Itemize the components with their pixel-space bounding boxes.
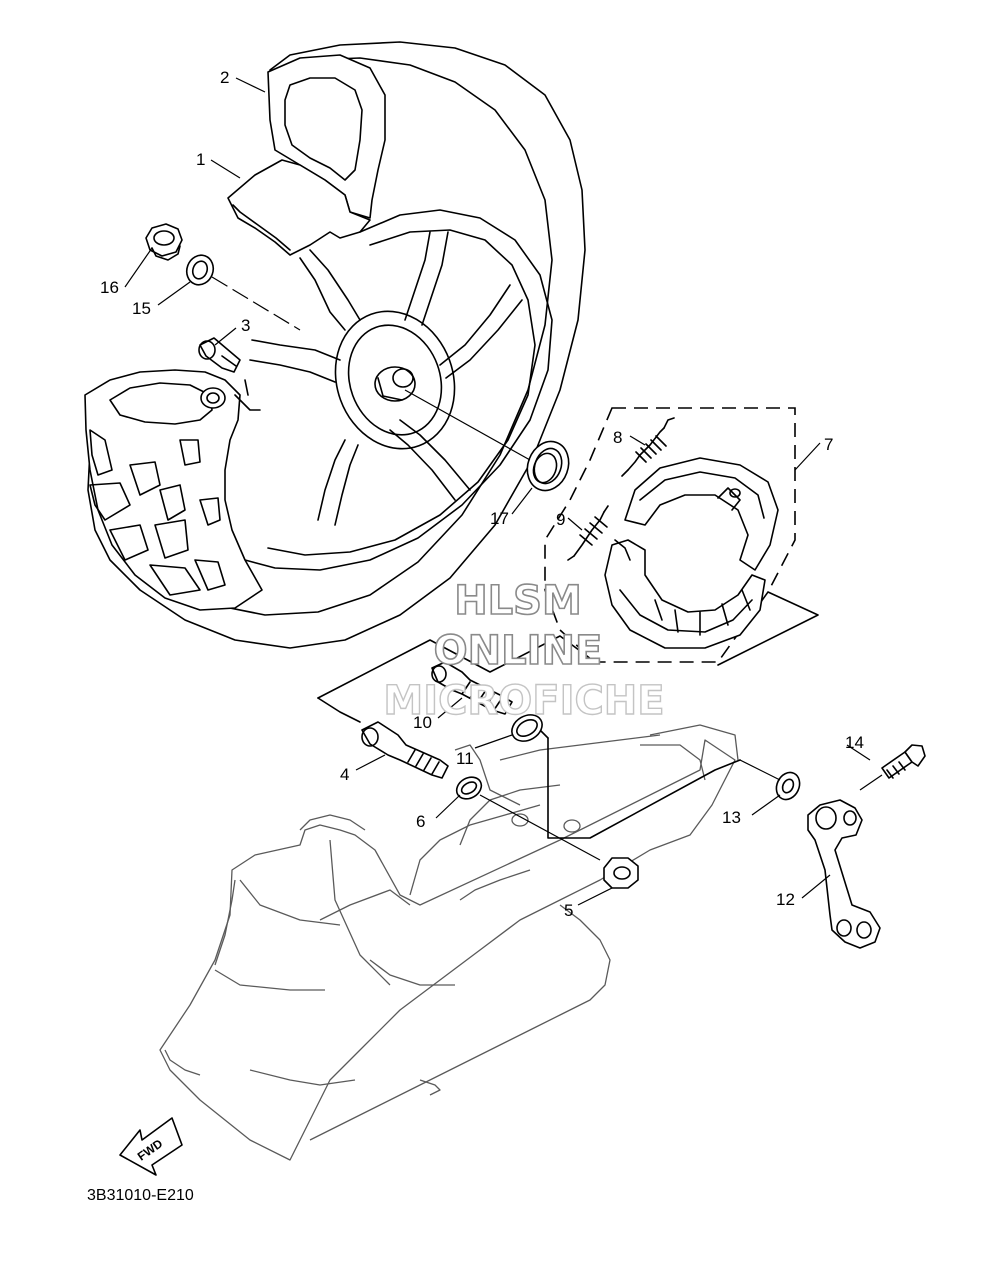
part-10-cam-shaft [431,661,513,715]
callout-13: 13 [722,808,741,827]
figure-code: 3B31010-E210 [87,1187,194,1204]
swing-arm-housing [84,369,263,611]
callout-11: 11 [456,749,474,768]
part-7-brake-shoe-kit [544,407,819,666]
callout-leaders [124,77,871,906]
callout-7: 7 [824,435,833,454]
watermark-line3: MICROFICHE [383,678,664,724]
part-13-washer [775,771,801,801]
part-17-oil-seal [526,440,570,492]
watermark-line1: HLSM [454,578,582,624]
callout-3: 3 [241,316,250,335]
callout-1: 1 [196,150,205,169]
part-9-spring [567,505,609,561]
part-5-nut [603,857,639,889]
crankcase-outline [159,724,739,1161]
part-16-nut [145,223,183,261]
callout-14: 14 [845,733,864,752]
watermark-line2: ONLINE [434,628,603,674]
callout-labels: 2 1 16 15 3 7 8 9 17 10 11 4 6 5 13 14 1… [100,68,864,920]
callout-6: 6 [416,812,425,831]
callout-16: 16 [100,278,119,297]
fwd-direction-arrow: FWD [119,1117,183,1176]
part-6-o-ring [455,776,483,800]
brake-cam-assembly [317,635,741,861]
callout-10: 10 [413,713,432,732]
callout-5: 5 [564,901,573,920]
watermark: HLSM ONLINE MICROFICHE [383,577,666,725]
callout-12: 12 [776,890,795,909]
rear-wheel-tire [87,41,586,649]
part-15-washer [185,254,215,286]
callout-9: 9 [556,510,565,529]
callout-2: 2 [220,68,229,87]
callout-8: 8 [613,428,622,447]
callout-4: 4 [340,765,349,784]
callout-17: 17 [490,509,509,528]
part-8-spring [621,417,675,477]
callout-15: 15 [132,299,151,318]
part-14-bolt [881,744,926,779]
part-12-brake-arm [807,799,881,949]
part-3-collar [198,337,241,373]
part-4-cam-shaft [361,721,449,779]
